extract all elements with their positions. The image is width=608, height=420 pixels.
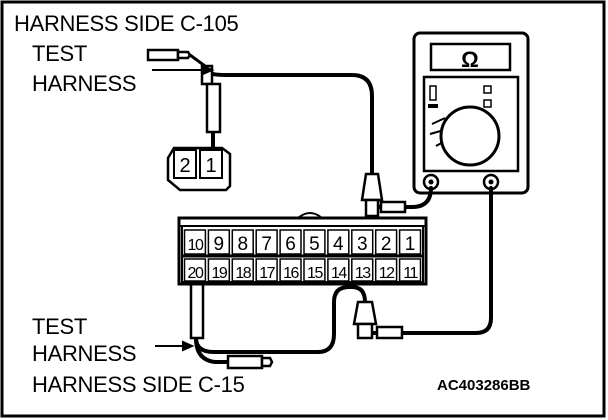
pin-bottom-label-19: 19 xyxy=(211,265,227,282)
pin-top-cell-1 xyxy=(398,229,422,255)
pin-bottom-cell-11 xyxy=(398,258,422,282)
pin-top-cell-2 xyxy=(374,229,398,255)
pointer-arrows xyxy=(152,64,215,352)
top-harness-wire xyxy=(205,68,374,176)
pin-bottom-cell-18 xyxy=(231,258,254,282)
bottom-harness-wire xyxy=(194,285,367,354)
pin-bottom-label-18: 18 xyxy=(235,265,251,282)
pin-bottom-label-16: 16 xyxy=(283,265,299,282)
pin-bottom-label-13: 13 xyxy=(355,265,371,282)
pin-top-label-8: 8 xyxy=(237,234,248,255)
pin-top-label-3: 3 xyxy=(357,234,368,255)
pin-top-cell-5 xyxy=(303,229,326,255)
meter-ohm-symbol: Ω xyxy=(461,47,479,72)
top-harness-side-label: HARNESS SIDE C-105 xyxy=(14,11,239,36)
pin-top-label-1: 1 xyxy=(405,234,416,255)
meter-left-lead xyxy=(402,186,433,209)
pin-top-label-7: 7 xyxy=(261,234,272,255)
pin-bottom-label-12: 12 xyxy=(379,265,395,282)
pin-bottom-cell-19 xyxy=(207,258,231,282)
pin-top-cell-4 xyxy=(327,229,350,255)
test-probe-icon xyxy=(146,48,407,370)
bottom-test-label: TEST xyxy=(32,314,88,339)
bottom-harness-lead xyxy=(194,336,230,364)
pin-bottom-cell-16 xyxy=(279,258,302,282)
pin-bottom-cell-15 xyxy=(303,258,326,282)
pin-bottom-cell-14 xyxy=(327,258,350,282)
ohmmeter-icon: Ω xyxy=(412,31,530,195)
meter-right-lead xyxy=(400,186,493,335)
figure-code: AC403286BB xyxy=(437,377,531,394)
pin-top-cell-10 xyxy=(183,229,207,255)
pin-top-label-9: 9 xyxy=(214,234,225,255)
pin-top-label-10: 10 xyxy=(188,237,204,254)
pin-bottom-cell-12 xyxy=(374,258,398,282)
pin-bottom-label-20: 20 xyxy=(188,265,204,282)
pin-bottom-cell-13 xyxy=(351,258,374,282)
small-connector-pin-2: 2 xyxy=(179,155,190,177)
pin-bottom-label-14: 14 xyxy=(331,265,347,282)
small-connector-pin-1: 1 xyxy=(205,155,216,177)
pin-top-cell-9 xyxy=(207,229,231,255)
bottom-harness-side-label: HARNESS SIDE C-15 xyxy=(32,372,245,397)
pin-top-label-4: 4 xyxy=(333,234,344,255)
pin-top-label-2: 2 xyxy=(381,234,392,255)
top-test-label: TEST xyxy=(32,41,88,66)
pin-bottom-label-11: 11 xyxy=(403,265,418,282)
pin-bottom-label-17: 17 xyxy=(259,265,275,282)
connector-icon: 2 1 xyxy=(166,146,232,192)
pin-top-cell-6 xyxy=(279,229,302,255)
pin-top-label-5: 5 xyxy=(309,234,320,255)
pin-bottom-label-15: 15 xyxy=(307,265,323,282)
pin-top-cell-7 xyxy=(255,229,278,255)
bottom-harness-label: HARNESS xyxy=(32,341,137,366)
pin-top-cell-3 xyxy=(351,229,374,255)
pin-top-cell-8 xyxy=(231,229,254,255)
pin-top-label-6: 6 xyxy=(285,234,296,255)
pin-bottom-cell-20 xyxy=(183,258,207,282)
pin-bottom-cell-17 xyxy=(255,258,278,282)
top-harness-label: HARNESS xyxy=(32,71,137,96)
